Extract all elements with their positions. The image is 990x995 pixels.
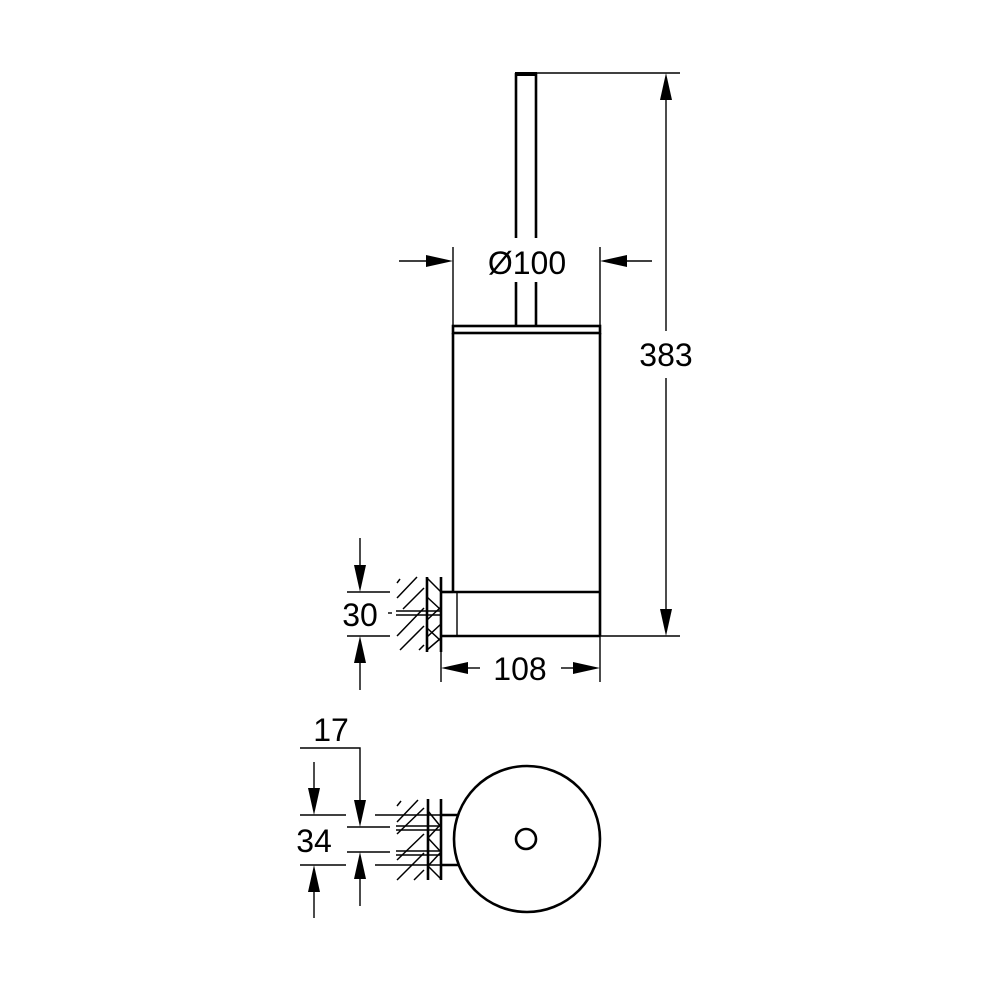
height-dimension: 383 xyxy=(537,72,693,637)
diameter-label: Ø100 xyxy=(488,245,566,281)
container-body xyxy=(441,333,602,638)
top-view: 34 17 xyxy=(296,712,602,918)
wall-hatching xyxy=(388,576,441,651)
bracket-width-dimension: 34 xyxy=(296,762,332,918)
screw-offset-dimension: 17 xyxy=(300,712,366,906)
bracket-height-dimension: 30 xyxy=(342,538,390,690)
diameter-dimension: Ø100 xyxy=(399,245,652,326)
depth-dimension: 108 xyxy=(440,636,601,687)
bracket-height-label: 30 xyxy=(342,597,378,633)
container-top-circle xyxy=(452,764,602,914)
front-view: Ø100 383 30 xyxy=(342,72,693,690)
top-wall-bracket xyxy=(426,799,458,880)
container-lid xyxy=(451,324,602,335)
brush-handle xyxy=(514,72,538,326)
depth-label: 108 xyxy=(493,651,546,687)
top-wall-hatching xyxy=(396,799,441,881)
screw-offset-label: 17 xyxy=(313,712,349,748)
height-label: 383 xyxy=(639,337,692,373)
bracket-width-label: 34 xyxy=(296,823,332,859)
brush-handle-top-circle xyxy=(514,827,538,851)
